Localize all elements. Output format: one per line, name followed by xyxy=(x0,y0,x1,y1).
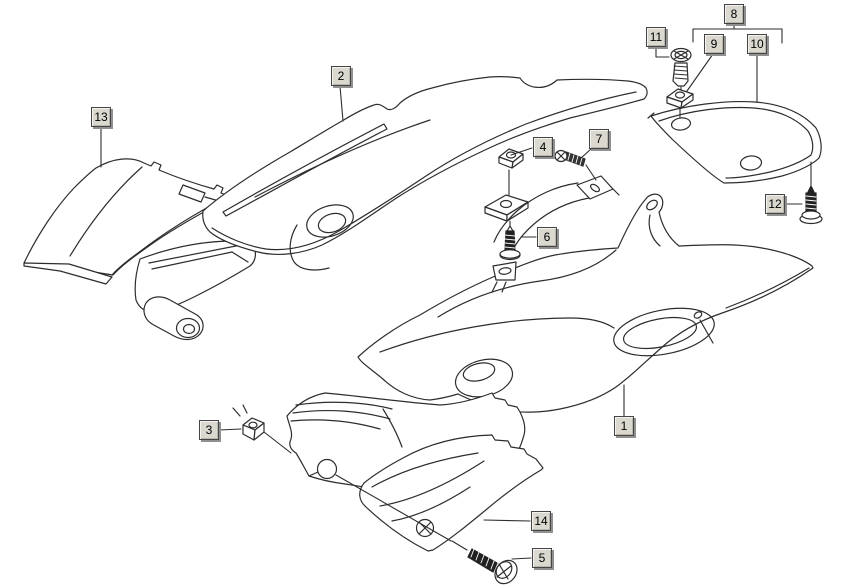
part-2-mount-bracket xyxy=(134,240,256,341)
callout-3[interactable]: 3 xyxy=(199,420,219,440)
inner-support-arm xyxy=(493,175,620,247)
bushing-opening xyxy=(175,317,201,339)
part-9-square-nut xyxy=(666,88,694,109)
part-13-front-cover xyxy=(23,158,251,285)
callout-4[interactable]: 4 xyxy=(533,137,553,157)
callout-11[interactable]: 11 xyxy=(646,27,666,47)
part-4-square-nut xyxy=(498,148,524,169)
fin-hole xyxy=(646,199,658,211)
callout-2[interactable]: 2 xyxy=(331,66,351,86)
callout-6[interactable]: 6 xyxy=(537,227,557,247)
part-3-clip-nut xyxy=(232,404,265,441)
clamp-plate-nut xyxy=(484,194,529,222)
callout-13[interactable]: 13 xyxy=(91,107,111,127)
part-10-access-panel xyxy=(647,100,822,184)
part-14-under-cover xyxy=(359,434,544,552)
callout-7[interactable]: 7 xyxy=(589,129,609,149)
rear-opening xyxy=(613,307,715,357)
callout-5[interactable]: 5 xyxy=(532,548,552,568)
leader-lines xyxy=(100,24,812,560)
callout-8[interactable]: 8 xyxy=(724,4,744,24)
screw-boss xyxy=(415,518,435,538)
panel-slot xyxy=(222,123,388,217)
part-2-upper-side-panel xyxy=(202,75,648,271)
part-5-screw xyxy=(467,548,518,585)
grommet-hole xyxy=(306,204,354,238)
callout-14[interactable]: 14 xyxy=(531,511,551,531)
part-11-screw xyxy=(670,47,692,87)
callout-12[interactable]: 12 xyxy=(765,194,785,214)
callout-1[interactable]: 1 xyxy=(614,416,634,436)
part-6-screw xyxy=(499,225,521,261)
callout-10[interactable]: 10 xyxy=(747,34,767,54)
part-7-screw xyxy=(554,149,586,167)
part-12-screw xyxy=(799,185,823,225)
callout-9[interactable]: 9 xyxy=(704,34,724,54)
